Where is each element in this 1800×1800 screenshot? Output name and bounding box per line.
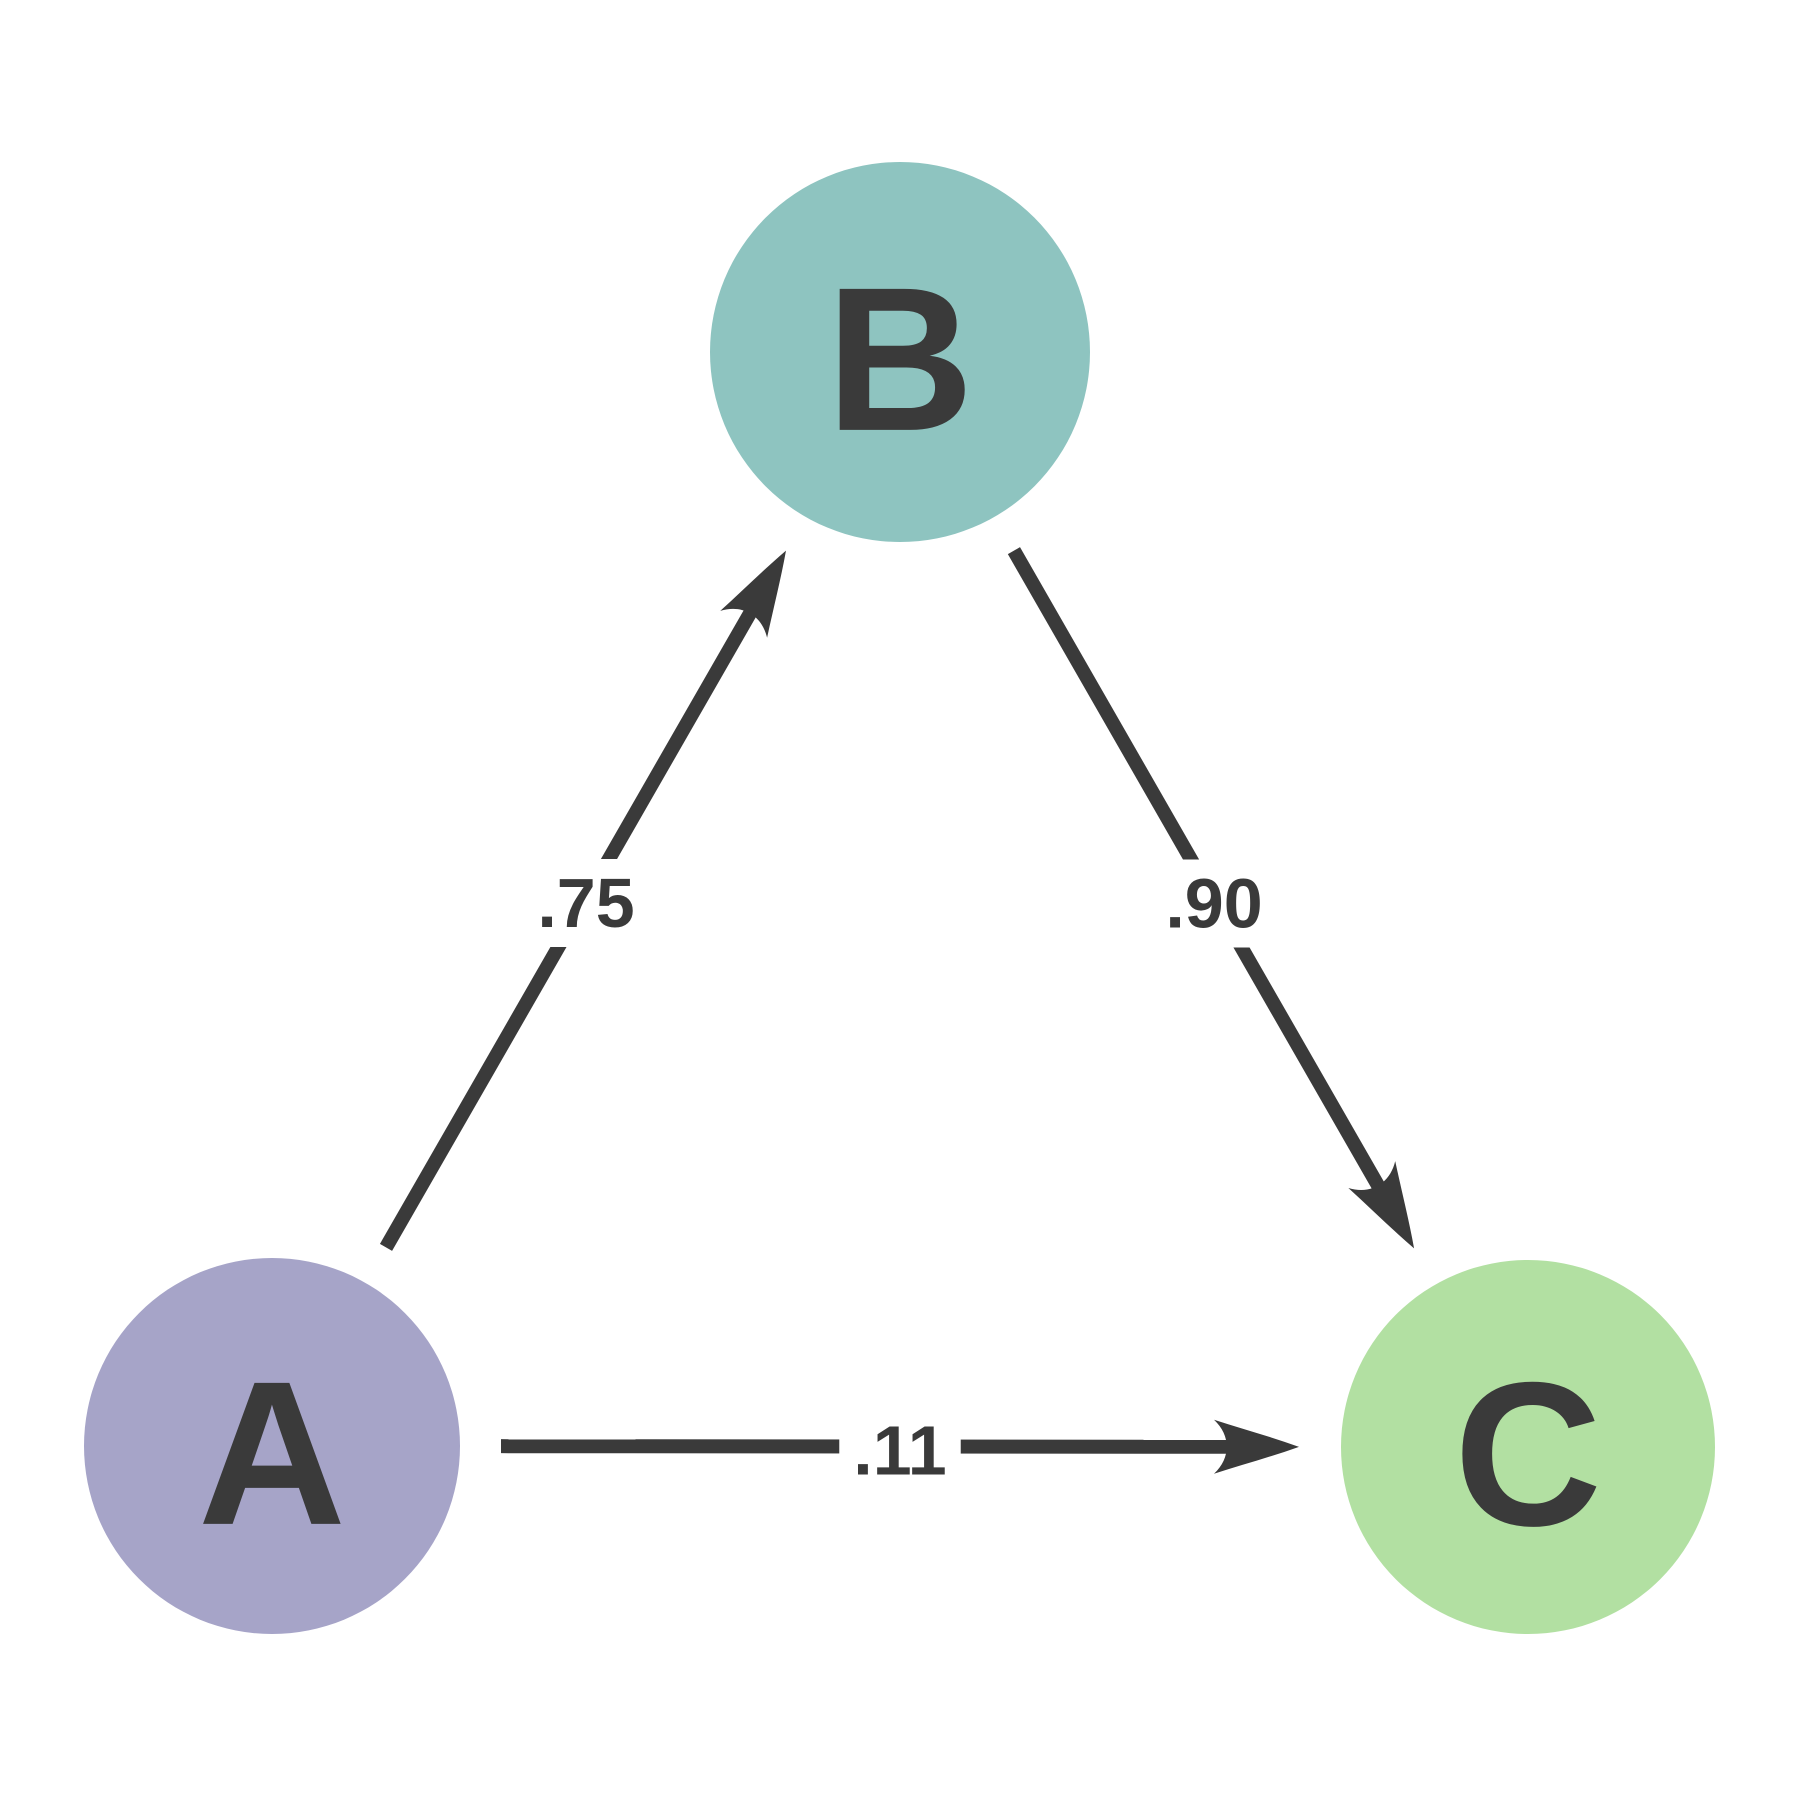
arrowhead-icon xyxy=(1213,1419,1300,1474)
node-b: B xyxy=(710,162,1090,542)
node-label-b: B xyxy=(826,245,974,474)
node-circle-c xyxy=(1341,1260,1715,1634)
edge-weight-label: .90 xyxy=(1165,865,1262,943)
arrowhead-icon xyxy=(1348,1161,1415,1249)
node-circle-b xyxy=(710,162,1090,542)
arrowhead-icon xyxy=(720,550,786,638)
node-circle-a xyxy=(84,1258,460,1634)
edge-label-bg xyxy=(1151,859,1277,948)
edge-weight-label: .75 xyxy=(537,864,634,942)
node-a: A xyxy=(84,1258,460,1634)
edge-a-b: .75 xyxy=(379,550,786,1251)
node-label-c: C xyxy=(1454,1340,1602,1569)
node-label-a: A xyxy=(198,1339,346,1568)
edge-label-bg xyxy=(839,1406,961,1495)
node-c: C xyxy=(1341,1260,1715,1634)
edge-weight-label: .11 xyxy=(853,1412,946,1490)
edge-b-c: .90 xyxy=(1007,547,1415,1249)
edge-label-bg xyxy=(523,859,649,947)
edge-a-c: .11 xyxy=(500,1406,1300,1495)
